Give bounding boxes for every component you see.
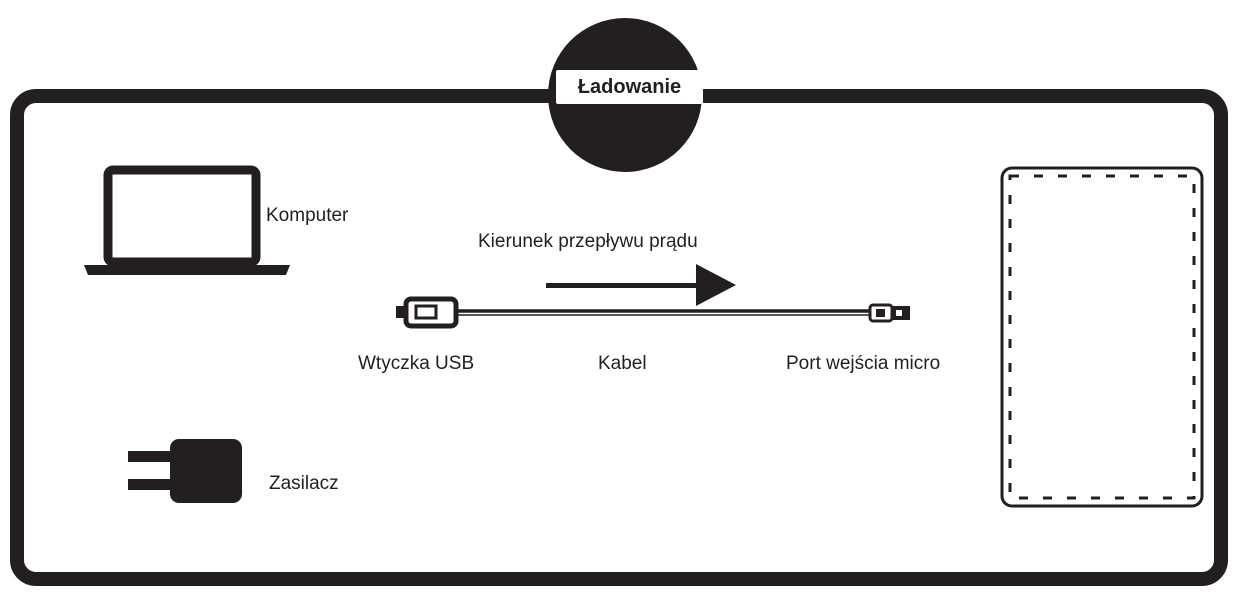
diagram-frame [10,89,1228,586]
usb-plug-label: Wtyczka USB [358,353,475,374]
laptop-icon [84,165,290,275]
device-icon [1000,166,1204,508]
micro-port-label: Port wejścia micro [786,353,941,374]
usb-cable-icon [396,296,910,329]
arrow-right-icon [546,264,736,306]
cable-label: Kabel [598,353,647,374]
power-adapter-icon [128,439,242,503]
current-direction-label: Kierunek przepływu prądu [478,231,698,252]
computer-label: Komputer [266,205,349,226]
power-adapter-label: Zasilacz [269,473,339,494]
diagram-title: Ładowanie [556,70,703,104]
